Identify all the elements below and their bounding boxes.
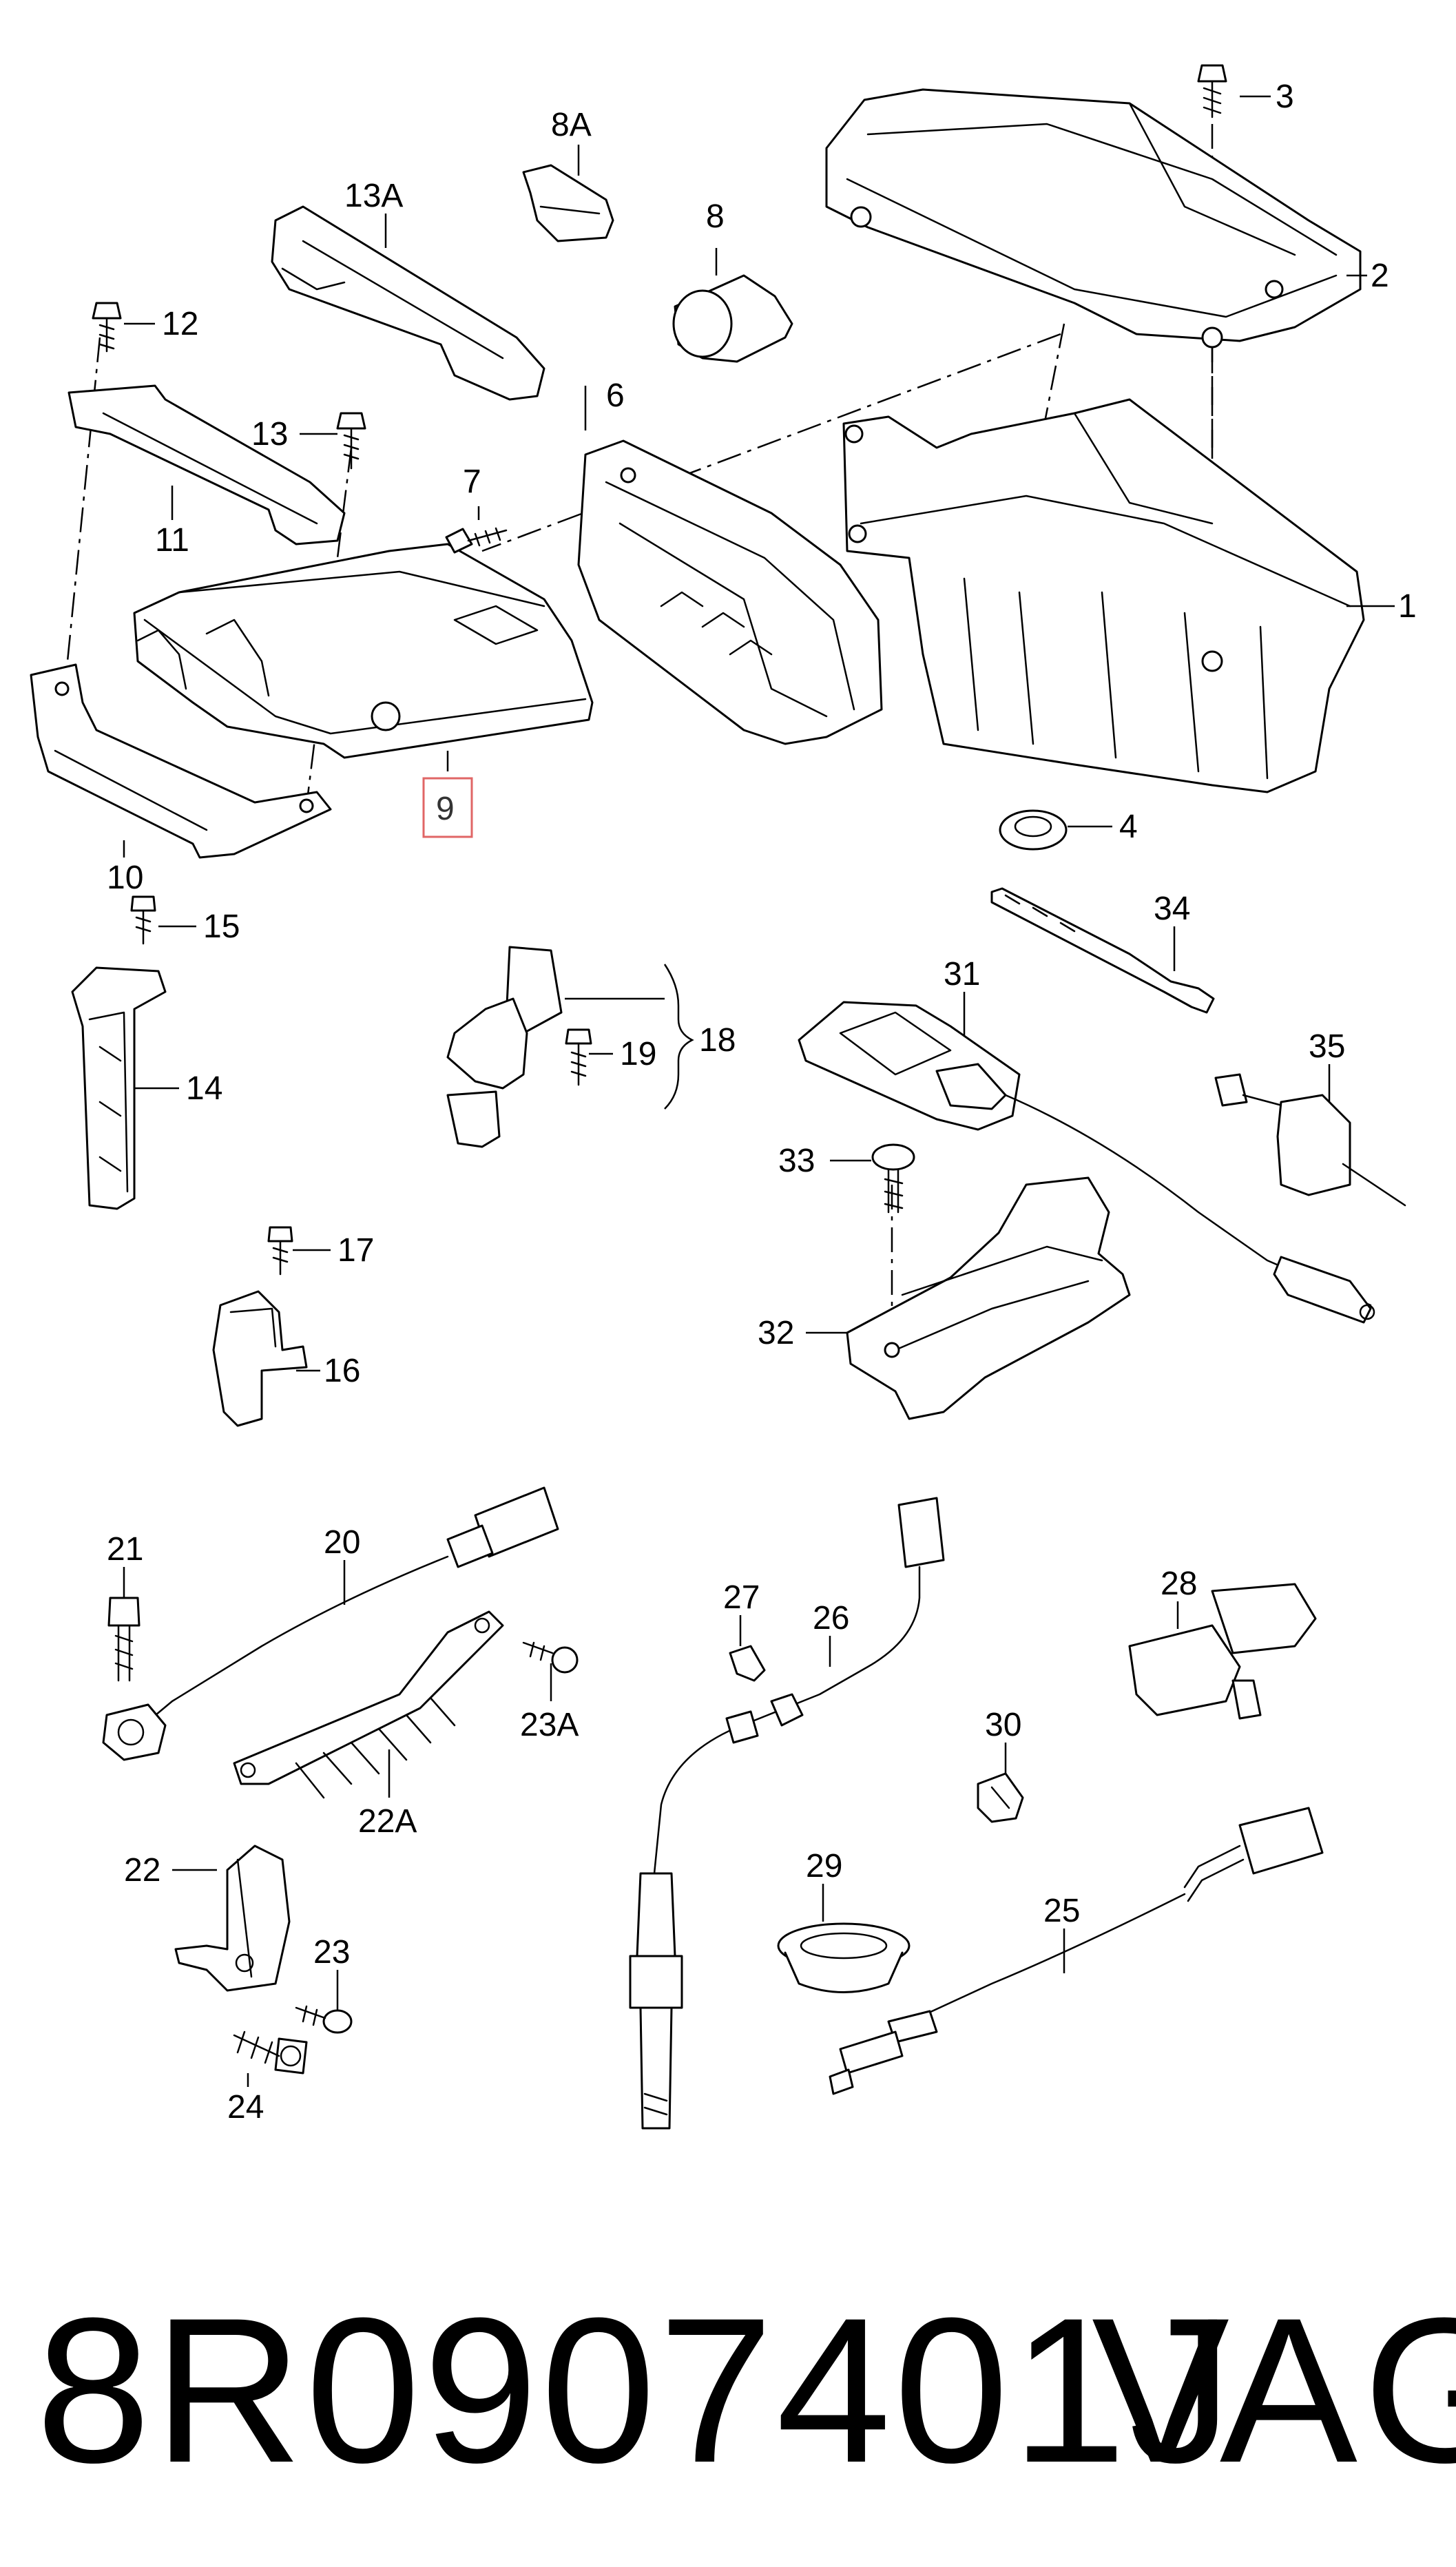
label-13: 13 [251, 416, 288, 453]
part-number: 8R0907401J [36, 2274, 1236, 2506]
part-8-relay [672, 274, 793, 363]
label-23: 23 [313, 1934, 350, 1971]
part-27-clip [729, 1645, 766, 1682]
label-32: 32 [758, 1315, 794, 1351]
part-3-screw [1197, 64, 1227, 118]
label-8: 8 [706, 198, 725, 235]
label-22: 22 [124, 1852, 160, 1889]
label-35: 35 [1309, 1028, 1345, 1065]
label-19: 19 [620, 1036, 656, 1072]
label-17: 17 [337, 1232, 374, 1269]
label-28: 28 [1161, 1566, 1197, 1602]
label-22a: 22A [358, 1803, 417, 1840]
label-31: 31 [944, 956, 980, 992]
label-6: 6 [606, 377, 625, 414]
part-20-sensor-cable [102, 1486, 559, 1761]
label-34: 34 [1154, 891, 1190, 927]
part-35-clip [1214, 1073, 1406, 1207]
label-8a: 8A [551, 107, 592, 143]
part-10-bracket [30, 663, 332, 859]
part-29-seal-ring [777, 1922, 911, 1993]
label-14: 14 [186, 1070, 222, 1107]
part-24-bolt [233, 2030, 308, 2075]
label-11: 11 [155, 522, 189, 559]
part-1-air-filter-housing [842, 398, 1365, 793]
part-21-bolt [107, 1597, 141, 1682]
part-11-bracket [67, 384, 346, 545]
part-6-ecu-housing [577, 439, 883, 745]
part-9-engine-control-unit [133, 543, 594, 759]
part-28-pressure-sensor [1128, 1583, 1317, 1720]
brand-name: VAG [1092, 2274, 1456, 2506]
label-10: 10 [107, 860, 143, 896]
label-9-highlight-box [422, 777, 473, 838]
part-14-sensor [71, 966, 167, 1210]
label-1: 1 [1398, 588, 1417, 625]
label-13a: 13A [344, 178, 403, 214]
part-19-screw [565, 1028, 592, 1086]
part-2-air-filter-cover [825, 88, 1362, 349]
label-15: 15 [203, 908, 240, 945]
part-22a-bracket [233, 1610, 504, 1799]
part-30-clip [977, 1772, 1024, 1823]
lambda-sensor-upper [1004, 1094, 1375, 1324]
part-12-bolt [92, 302, 122, 353]
label-27: 27 [723, 1579, 760, 1616]
label-25: 25 [1043, 1893, 1080, 1929]
part-23a-screw [522, 1641, 579, 1674]
part-8a-bracket [522, 164, 614, 242]
label-2: 2 [1371, 258, 1389, 294]
part-13a-cover [271, 205, 545, 401]
part-18-camshaft-sensor [446, 946, 563, 1148]
label-9: 9 [436, 791, 455, 827]
part-25-lambda-sensor [829, 1807, 1324, 2095]
part-13-bolt [336, 412, 366, 470]
label-33: 33 [778, 1143, 815, 1179]
part-26-temp-sensor [629, 1497, 945, 2130]
footer: 8R0907401J VAG [0, 2259, 1456, 2521]
exploded-parts-diagram: 3 2 1 4 6 7 8 8A 13A 12 13 11 10 9 15 14… [30, 64, 1417, 2130]
part-16-sensor [212, 1290, 308, 1427]
part-17-screw [267, 1226, 293, 1276]
part-33-screw [871, 1143, 915, 1214]
label-12: 12 [162, 306, 198, 342]
label-7: 7 [463, 464, 481, 500]
part-7-screw [445, 527, 508, 554]
label-29: 29 [806, 1848, 842, 1884]
part-22-bracket [174, 1844, 291, 1992]
label-21: 21 [107, 1531, 143, 1568]
label-20: 20 [324, 1524, 360, 1561]
part-23-screw [295, 2005, 353, 2034]
label-23a: 23A [520, 1707, 579, 1743]
label-30: 30 [985, 1707, 1021, 1743]
part-4-grommet [999, 809, 1068, 851]
label-3: 3 [1276, 79, 1294, 115]
callout-labels: 3 2 1 4 6 7 8 8A 13A 12 13 11 10 9 15 14… [107, 79, 1417, 2126]
part-34-cable-tie [990, 887, 1215, 1014]
part-31-sensor-module [798, 1001, 1021, 1131]
label-4: 4 [1119, 809, 1138, 845]
label-16: 16 [324, 1353, 360, 1389]
part-32-mount-bracket [846, 1176, 1131, 1420]
label-18: 18 [699, 1022, 736, 1059]
part-15-screw [130, 895, 156, 945]
leader-lines [123, 95, 1395, 2087]
label-26: 26 [813, 1600, 849, 1636]
label-24: 24 [227, 2089, 264, 2126]
